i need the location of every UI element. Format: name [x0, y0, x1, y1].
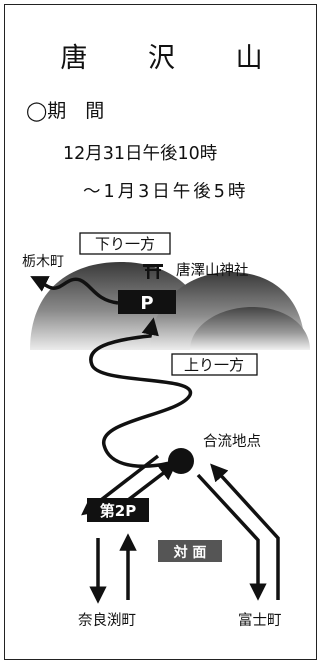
- two-way-badge: [158, 540, 222, 562]
- mountains: [30, 262, 310, 350]
- mountain-right: [190, 307, 310, 350]
- junction-label: 合流地点: [203, 433, 261, 450]
- road-to-fujimachi: [196, 473, 267, 601]
- road-to-tochigi: [30, 276, 119, 305]
- page-frame: [4, 4, 317, 660]
- downhill-label: 下り一方: [95, 235, 155, 253]
- parking-p-badge: [118, 290, 176, 314]
- parking-2p-label: 第2P: [100, 502, 136, 520]
- period-heading: ◯期 間: [26, 100, 105, 122]
- road-uphill: [89, 317, 192, 468]
- parking-2p-badge: [87, 498, 149, 522]
- tochigi-label: 栃木町: [22, 254, 64, 270]
- period-start: 12月31日午後10時: [63, 144, 218, 164]
- uphill-box: [171, 353, 258, 376]
- page-title: 唐 沢 山: [60, 43, 289, 74]
- narabuchi-label: 奈良渕町: [78, 612, 136, 629]
- period-end: ～1月3日午後5時: [83, 182, 249, 202]
- road-from-fujimachi: [210, 463, 280, 600]
- shrine-label: 唐澤山神社: [176, 262, 249, 279]
- downhill-box: [79, 232, 171, 255]
- fujimachi-label: 富士町: [238, 611, 282, 629]
- two-way-label: 対 面: [173, 544, 207, 561]
- parking-p-label: P: [140, 293, 153, 314]
- torii-icon: [143, 264, 163, 279]
- junction-marker: [168, 448, 194, 474]
- uphill-label: 上り一方: [184, 356, 244, 374]
